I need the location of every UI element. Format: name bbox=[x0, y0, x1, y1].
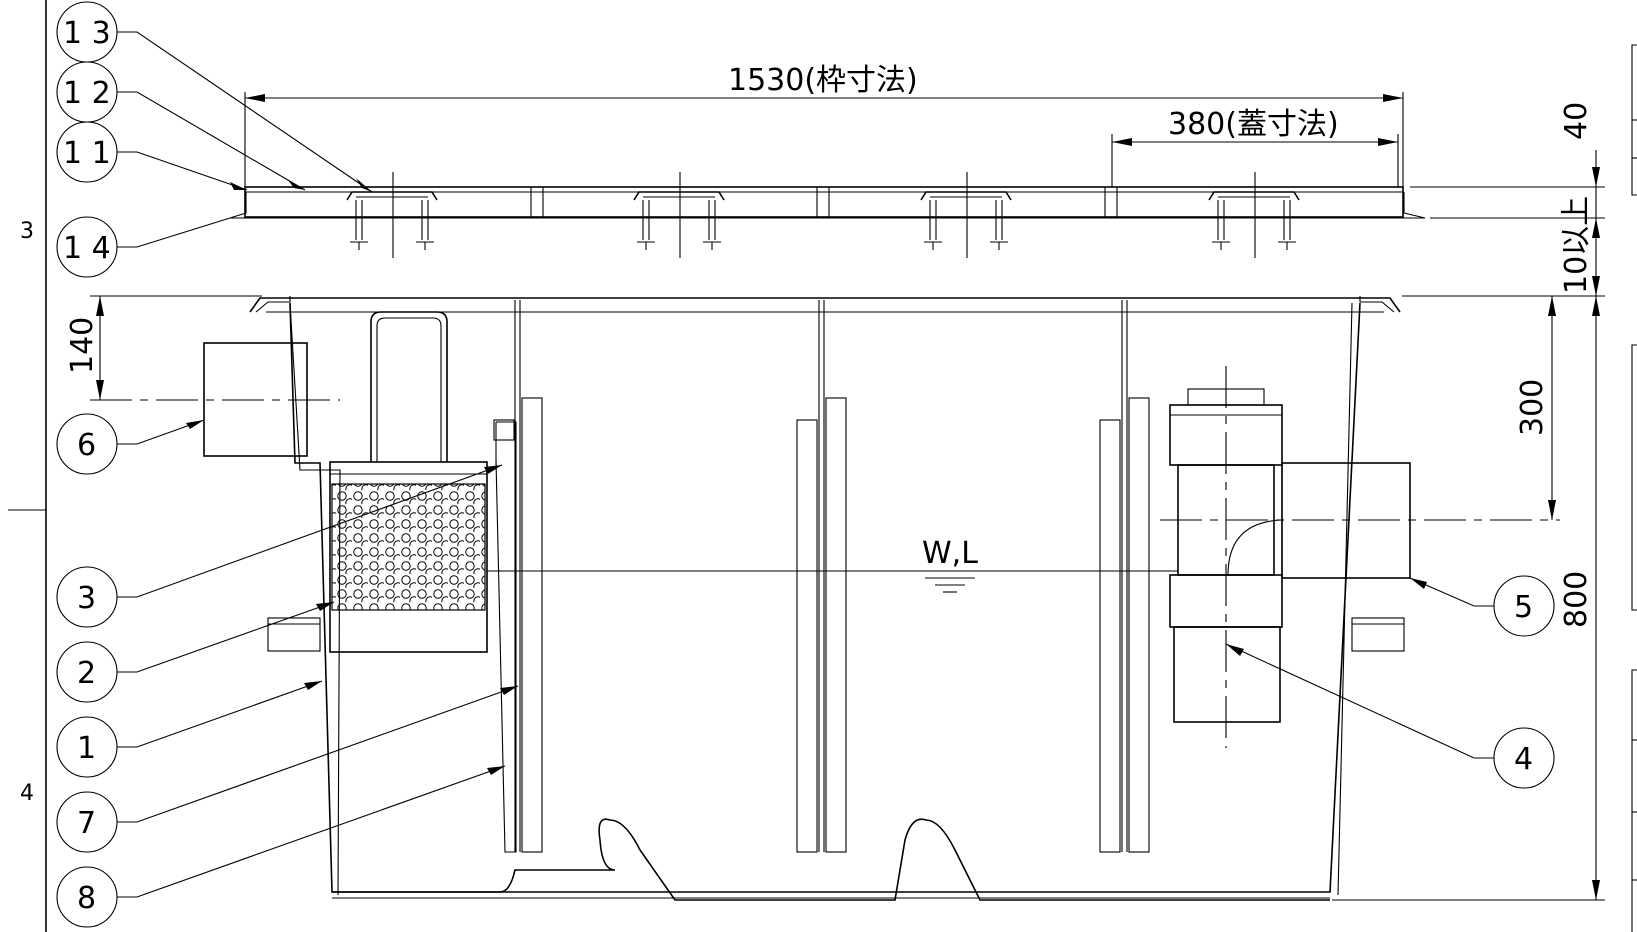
balloon-11: 1 1 bbox=[56, 121, 248, 191]
svg-text:2: 2 bbox=[77, 656, 96, 691]
cover-handle bbox=[346, 172, 438, 258]
lid-thickness-label: 40 bbox=[1559, 102, 1594, 140]
svg-text:1 3: 1 3 bbox=[63, 16, 111, 51]
outlet-depth-label: 300 bbox=[1515, 379, 1550, 436]
side-lugs bbox=[267, 617, 1405, 652]
dimension-right: 40 10以上 800 bbox=[1332, 102, 1605, 901]
svg-text:8: 8 bbox=[77, 881, 96, 916]
cover-width-label: 380(蓋寸法) bbox=[1168, 107, 1339, 142]
drawing-frame-left: 3 4 bbox=[8, 0, 47, 932]
dimension-outlet-depth: 300 bbox=[1402, 295, 1560, 520]
balloon-7: 7 bbox=[56, 685, 519, 853]
dimension-inlet-depth: 140 bbox=[65, 295, 262, 400]
svg-text:7: 7 bbox=[77, 806, 96, 841]
svg-text:3: 3 bbox=[77, 581, 96, 616]
frame-width-label: 1530(枠寸法) bbox=[728, 63, 918, 98]
balloon-2: 2 bbox=[56, 601, 335, 703]
dimension-frame-width: 1530(枠寸法) bbox=[244, 63, 1404, 187]
balloon-6: 6 bbox=[56, 413, 205, 475]
balloon-1: 1 bbox=[56, 680, 323, 778]
gap-label: 10以上 bbox=[1559, 196, 1594, 294]
inlet-depth-label: 140 bbox=[65, 317, 100, 374]
balloon-13: 1 3 bbox=[56, 1, 373, 193]
balloon-14: 1 4 bbox=[56, 216, 231, 278]
svg-text:5: 5 bbox=[1514, 590, 1533, 625]
svg-text:1 2: 1 2 bbox=[63, 76, 111, 111]
balloon-12: 1 2 bbox=[56, 61, 306, 191]
svg-text:1 4: 1 4 bbox=[63, 231, 111, 266]
water-level-label: W,L bbox=[922, 536, 978, 571]
strainer-basket bbox=[329, 311, 515, 653]
balloon-8: 8 bbox=[56, 765, 506, 928]
cover-handle bbox=[1208, 172, 1300, 258]
dimension-cover-width: 380(蓋寸法) bbox=[1111, 107, 1399, 187]
svg-text:4: 4 bbox=[1514, 742, 1533, 777]
total-height-label: 800 bbox=[1559, 571, 1594, 628]
title-block-edge bbox=[1631, 44, 1637, 932]
zone-marker-upper: 3 bbox=[20, 219, 34, 244]
balloon-5: 5 bbox=[1409, 575, 1555, 637]
water-level: W,L bbox=[487, 536, 1178, 593]
inlet-pipe bbox=[90, 342, 340, 457]
svg-text:1 1: 1 1 bbox=[63, 136, 111, 171]
svg-text:1: 1 bbox=[77, 731, 96, 766]
cover-handle bbox=[633, 172, 725, 258]
balloon-3: 3 bbox=[56, 464, 503, 628]
outlet-tee bbox=[1160, 366, 1560, 748]
part-balloons: 1 3 1 2 1 1 1 4 6 3 bbox=[56, 1, 1555, 928]
cover-handles bbox=[346, 172, 1300, 258]
balloon-4: 4 bbox=[1225, 643, 1555, 789]
tank-body bbox=[249, 296, 1401, 901]
cover-frame-section bbox=[229, 186, 1426, 219]
zone-marker-lower: 4 bbox=[20, 781, 34, 806]
svg-text:6: 6 bbox=[77, 428, 96, 463]
cover-handle bbox=[920, 172, 1012, 258]
